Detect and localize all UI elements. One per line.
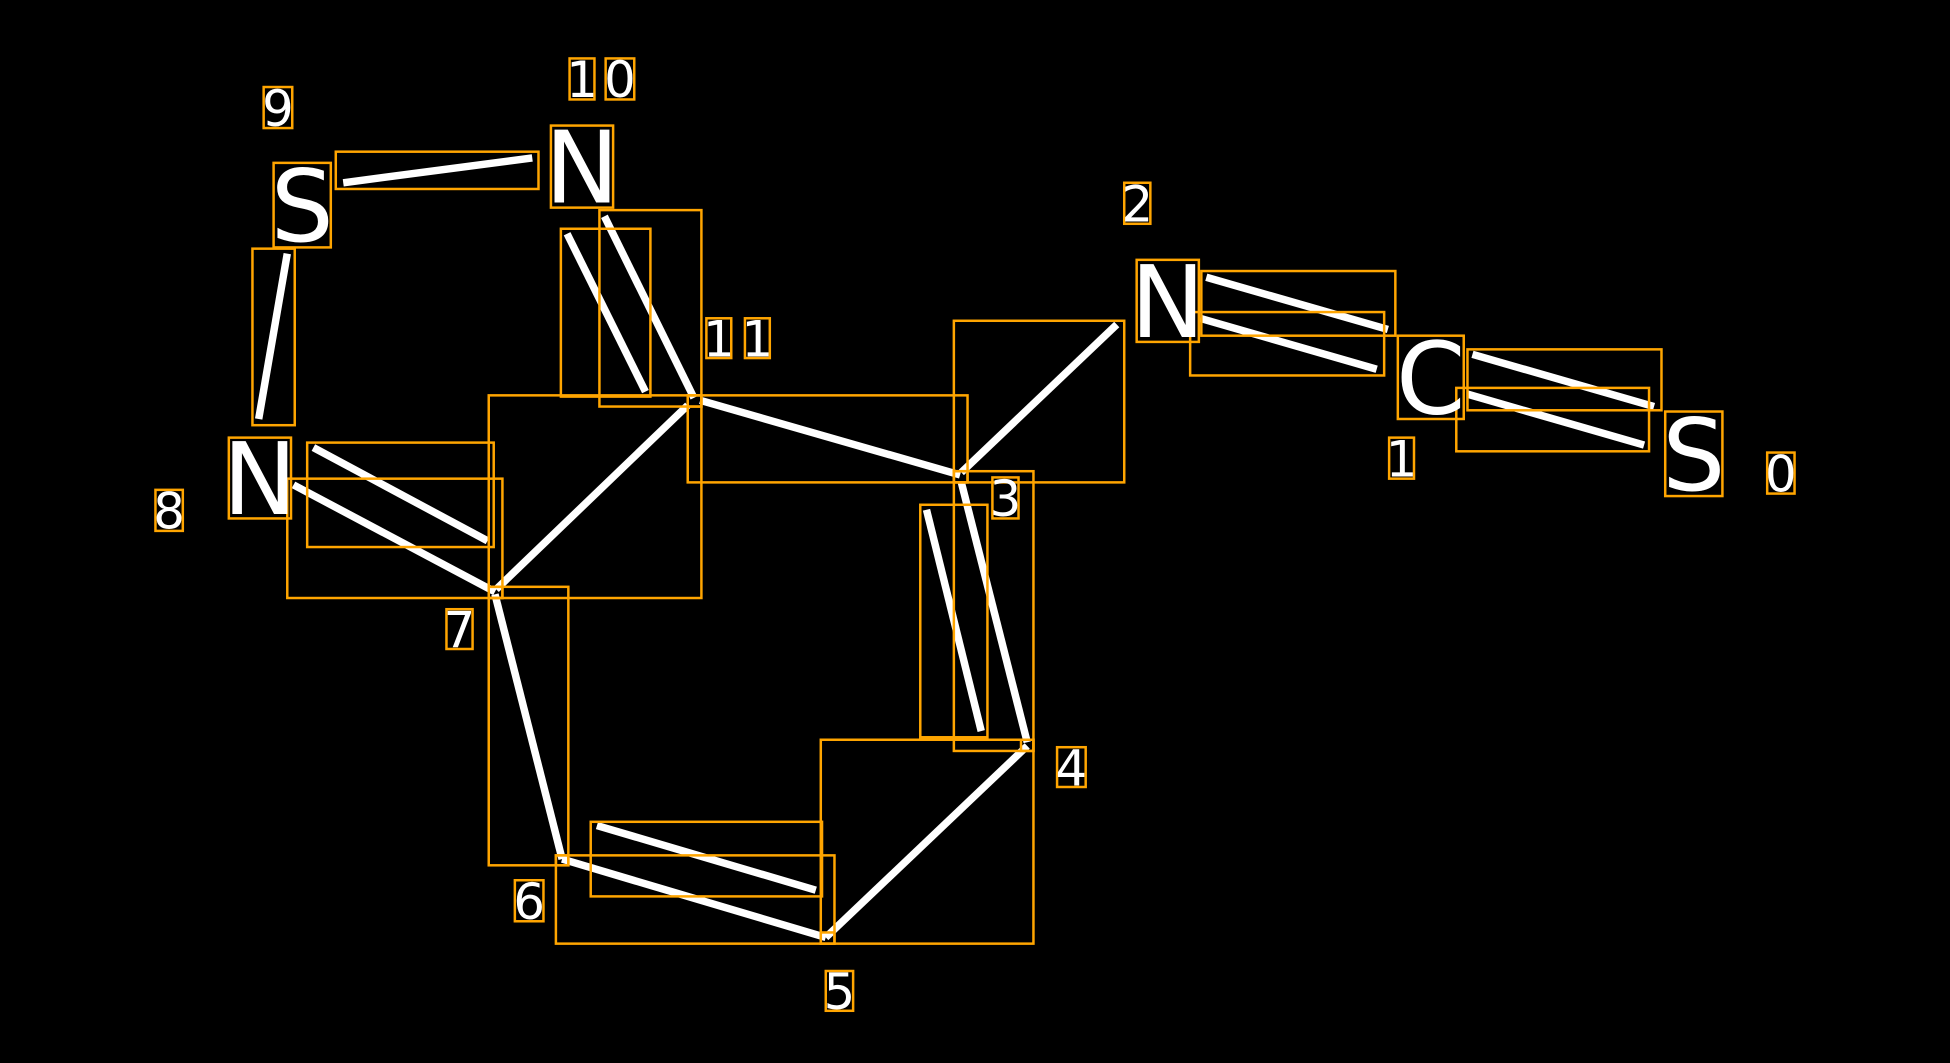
atom-index-label: 7	[444, 601, 476, 659]
index-bounding-box	[262, 85, 294, 130]
bond-bounding-box	[598, 208, 703, 408]
atom-index-label: 2	[1121, 176, 1153, 234]
carbon-junction-box	[686, 394, 703, 408]
bond-5-6	[561, 855, 827, 942]
bond-3-4	[957, 481, 1031, 744]
bond-bounding-box	[305, 441, 495, 549]
atom-bounding-box	[272, 161, 333, 249]
index-bounding-box	[824, 969, 855, 1013]
bond-11-7	[493, 402, 691, 593]
atom-bounding-box	[227, 436, 293, 520]
bond-bounding-box	[589, 820, 824, 898]
index-bounding-box	[513, 878, 545, 923]
atom-N-10: N	[545, 112, 619, 227]
bond-3-2	[958, 321, 1120, 476]
index-bounding-box	[743, 317, 772, 360]
atom-N-2: N	[1131, 246, 1205, 361]
atom-N-8: N	[223, 423, 297, 538]
bond-bounding-box	[686, 394, 969, 484]
atom-bounding-box	[1396, 334, 1465, 421]
atom-S-0: S	[1662, 399, 1725, 514]
bond-bounding-box	[487, 394, 703, 600]
bond-bounding-box	[1188, 310, 1386, 377]
atom-C-1: C	[1396, 322, 1465, 437]
bond-2-1	[1199, 314, 1378, 373]
atom-index-label: 1	[742, 310, 774, 368]
bond-7-8	[291, 481, 497, 596]
bond-bounding-box	[554, 854, 836, 945]
bond-5-6	[595, 821, 817, 894]
index-bounding-box	[568, 57, 596, 101]
bond-9-8	[254, 252, 291, 420]
bond-bounding-box	[952, 469, 1035, 753]
atom-index-label: 3	[990, 470, 1022, 528]
bond-bounding-box	[1466, 348, 1663, 412]
index-bounding-box	[154, 488, 185, 533]
bond-bounding-box	[487, 585, 570, 867]
bond-9-10	[342, 154, 533, 187]
atom-index-label: 0	[1765, 445, 1797, 503]
atom-bounding-box	[1663, 410, 1724, 498]
atom-index-label: 0	[604, 51, 636, 109]
index-bounding-box	[445, 607, 474, 651]
carbon-junction-box	[554, 854, 570, 867]
bond-bounding-box	[952, 319, 1126, 484]
atom-index-label: 9	[262, 80, 294, 138]
carbon-junction-box	[952, 469, 969, 484]
index-bounding-box	[1387, 436, 1416, 480]
bond-11-3	[699, 396, 962, 479]
bond-1-0	[1466, 390, 1646, 449]
index-bounding-box	[991, 476, 1020, 520]
bond-7-8	[311, 444, 490, 545]
index-bounding-box	[1055, 745, 1087, 789]
atom-index-label: 6	[513, 873, 545, 931]
atom-index-label: 4	[1056, 739, 1088, 797]
atom-index-label: 8	[153, 483, 185, 541]
bond-10-11	[563, 232, 649, 394]
atom-index-label: 5	[824, 963, 856, 1021]
bond-1-0	[1471, 350, 1656, 411]
atom-bounding-box	[549, 124, 615, 209]
bond-6-7	[491, 593, 566, 861]
index-bounding-box	[1122, 181, 1152, 226]
bond-bounding-box	[334, 150, 540, 191]
carbon-junction-box	[487, 585, 504, 600]
bond-bounding-box	[286, 477, 504, 600]
atom-index-label: 1	[1386, 430, 1418, 488]
carbon-junction-box	[819, 931, 836, 945]
bond-4-5	[823, 743, 1030, 941]
index-bounding-box	[1765, 451, 1796, 495]
index-bounding-box	[705, 317, 733, 360]
index-bounding-box	[604, 57, 636, 101]
bond-bounding-box	[919, 503, 989, 739]
atom-bounding-box	[1135, 258, 1201, 344]
bond-2-1	[1205, 273, 1389, 334]
carbon-junction-box	[1019, 738, 1035, 753]
atom-index-label: 1	[566, 51, 598, 109]
bond-bounding-box	[1200, 269, 1397, 337]
atom-S-9: S	[271, 150, 334, 265]
atom-index-label: 1	[703, 310, 735, 368]
